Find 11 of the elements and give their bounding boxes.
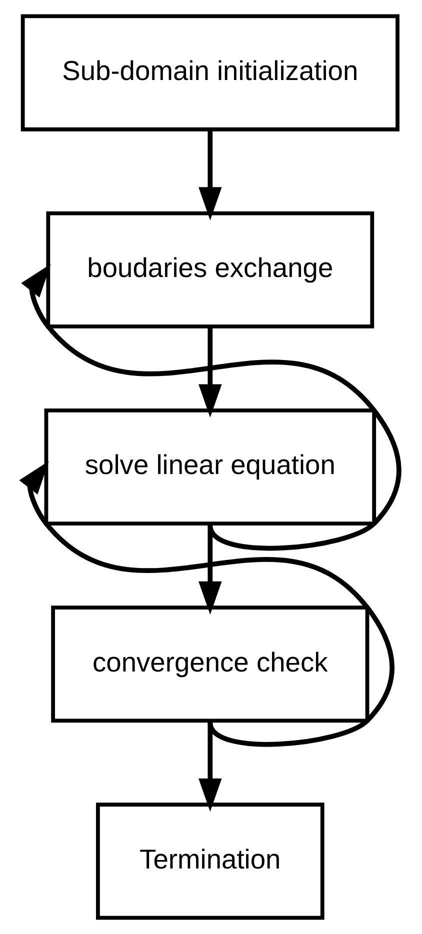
arrow <box>21 264 402 551</box>
node-box: boudaries exchange <box>46 211 374 328</box>
node-box: convergence check <box>51 606 370 723</box>
arrow <box>198 720 222 812</box>
node-box: Termination <box>96 802 324 920</box>
arrow <box>198 524 222 615</box>
arrow <box>19 461 394 747</box>
arrow <box>198 130 222 220</box>
node-box: solve linear equation <box>44 408 376 526</box>
arrow <box>198 326 222 418</box>
node-box: Sub-domain initialization <box>20 14 400 132</box>
